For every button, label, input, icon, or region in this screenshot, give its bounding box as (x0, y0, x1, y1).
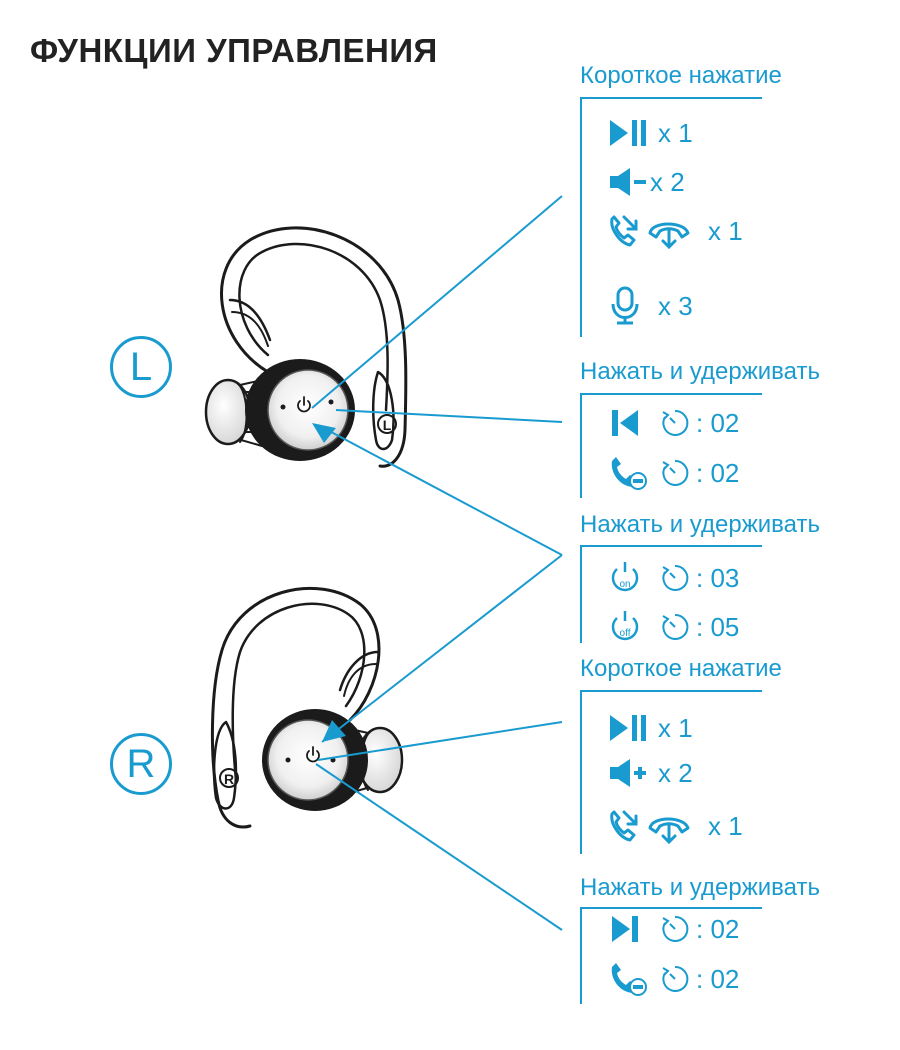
left-hold-end-call-value: : 02 (696, 458, 739, 489)
group-heading-power-hold: Нажать и удерживать (580, 511, 820, 539)
right-hold-next-value: : 02 (696, 914, 739, 945)
timer-icon (660, 964, 690, 994)
group-heading-right-hold: Нажать и удерживать (580, 874, 820, 902)
svg-text:on: on (619, 579, 630, 590)
leader-arrowheads (312, 423, 346, 742)
left-earbud-badge: L (110, 336, 172, 398)
left-hold-row-previous: : 02 (608, 405, 739, 441)
left-short-call-value: x 1 (708, 216, 743, 247)
answer-decline-call-icon (608, 213, 700, 249)
play-pause-icon (608, 115, 650, 151)
right-short-call-value: x 1 (708, 811, 743, 842)
timer-icon (660, 612, 690, 642)
left-hold-previous-value: : 02 (696, 408, 739, 439)
left-short-row-volume-down: x 2 (608, 164, 685, 200)
power-hold-row-off: off : 05 (608, 609, 739, 645)
left-short-row-call: x 1 (608, 213, 743, 249)
previous-track-icon (608, 405, 650, 441)
group-heading-left-short-press: Короткое нажатие (580, 62, 782, 90)
left-short-microphone-value: x 3 (658, 291, 693, 322)
answer-decline-call-icon (608, 808, 700, 844)
power-off-icon: off (608, 609, 650, 645)
timer-icon (660, 914, 690, 944)
right-hold-row-end-call: : 02 (608, 961, 739, 997)
volume-down-icon (608, 164, 650, 200)
end-call-icon (608, 455, 650, 491)
right-short-row-call: x 1 (608, 808, 743, 844)
svg-text:L: L (383, 417, 392, 433)
right-hold-end-call-value: : 02 (696, 964, 739, 995)
left-hold-row-end-call: : 02 (608, 455, 739, 491)
right-earbud-badge: R (110, 733, 172, 795)
timer-icon (660, 458, 690, 488)
left-short-row-microphone: x 3 (608, 288, 693, 324)
microphone-icon (608, 288, 650, 324)
leader-lines (312, 196, 562, 930)
power-on-icon: on (608, 560, 650, 596)
next-track-icon (608, 911, 650, 947)
left-earbud: L (206, 228, 406, 466)
left-short-play-pause-value: x 1 (658, 118, 693, 149)
play-pause-icon (608, 710, 650, 746)
power-off-value: : 05 (696, 612, 739, 643)
right-hold-row-next: : 02 (608, 911, 739, 947)
power-hold-row-on: on : 03 (608, 560, 739, 596)
group-heading-right-short-press: Короткое нажатие (580, 655, 782, 683)
svg-text:off: off (620, 628, 631, 639)
right-earbud: R (212, 588, 402, 827)
right-short-row-volume-up: x 2 (608, 755, 693, 791)
svg-text:R: R (224, 771, 234, 787)
timer-icon (660, 408, 690, 438)
power-on-value: : 03 (696, 563, 739, 594)
right-short-volume-up-value: x 2 (658, 758, 693, 789)
timer-icon (660, 563, 690, 593)
end-call-icon (608, 961, 650, 997)
group-heading-left-hold: Нажать и удерживать (580, 358, 820, 386)
right-short-play-pause-value: x 1 (658, 713, 693, 744)
right-short-row-play-pause: x 1 (608, 710, 693, 746)
left-short-row-play-pause: x 1 (608, 115, 693, 151)
volume-up-icon (608, 755, 650, 791)
left-short-volume-down-value: x 2 (650, 167, 685, 198)
